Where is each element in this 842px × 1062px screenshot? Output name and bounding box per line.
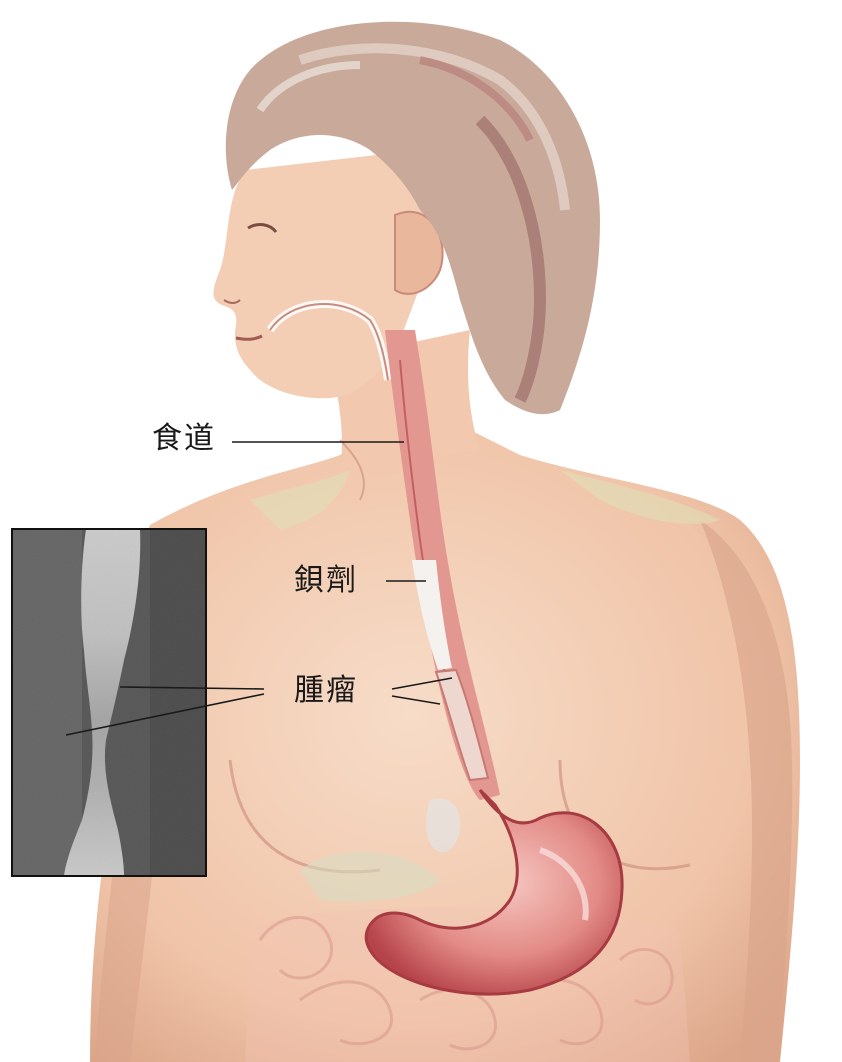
esophagus-label: 食道 bbox=[152, 424, 216, 454]
xray-inset bbox=[12, 529, 206, 876]
tumor-label: 腫瘤 bbox=[294, 676, 358, 706]
barium-label: 鋇劑 bbox=[294, 566, 358, 596]
